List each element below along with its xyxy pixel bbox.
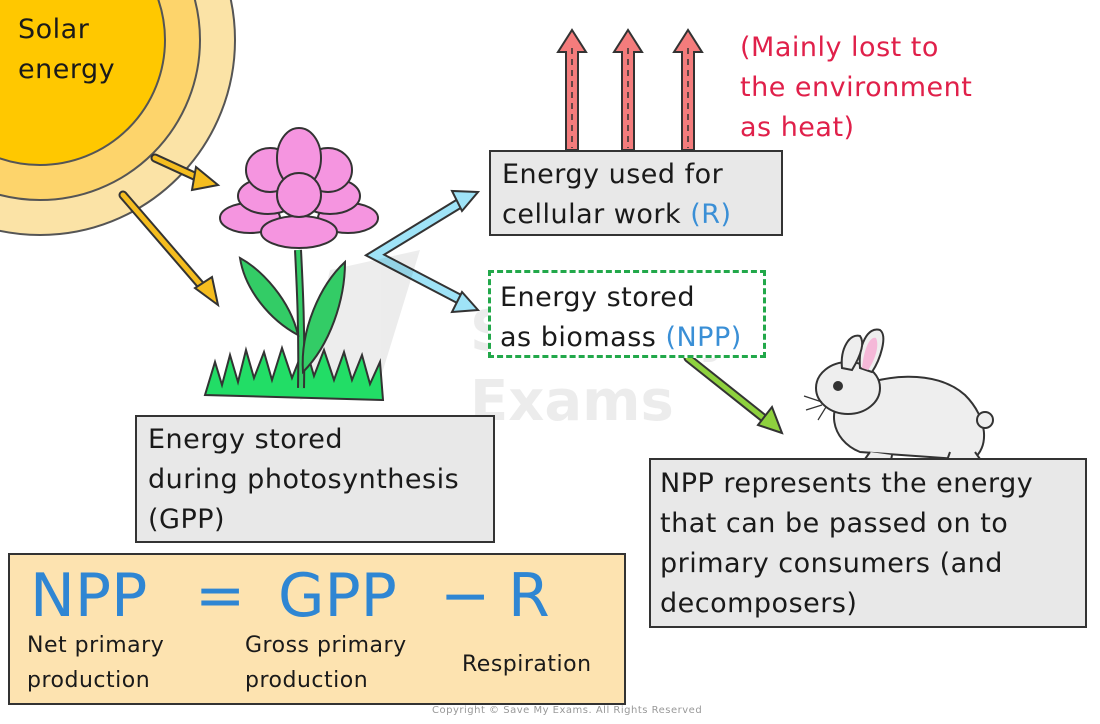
heat-note-line2: the environment <box>740 72 973 103</box>
gpp-line3: (GPP) <box>148 504 226 535</box>
split-arrow-icon <box>363 189 481 314</box>
gpp-line2: during photosynthesis <box>148 464 460 495</box>
sun-label-line2: energy <box>18 54 116 85</box>
npp-definition-line2: production <box>27 668 151 693</box>
consumer-arrow-icon <box>683 353 784 435</box>
consumer-line4: decomposers) <box>660 588 858 619</box>
gpp-line1: Energy stored <box>148 424 344 455</box>
heat-note-line1: (Mainly lost to <box>740 32 939 63</box>
svg-text:Exams: Exams <box>470 369 674 434</box>
sun-icon <box>0 0 236 236</box>
respiration-tag: (R) <box>690 199 732 230</box>
heat-arrows-icon <box>556 28 704 151</box>
biomass-line2: as biomass (NPP) <box>500 318 742 358</box>
sun-label-line1: Solar <box>18 14 90 45</box>
solar-arrow-upper-icon <box>150 153 221 192</box>
equation-panel <box>8 553 626 705</box>
heat-arrow-dashes <box>571 48 689 148</box>
consumer-box <box>649 458 1087 628</box>
copyright-notice: Copyright © Save My Exams. All Rights Re… <box>432 705 703 716</box>
npp-definition-line1: Net primary <box>27 633 165 658</box>
biomass-line2-text: as biomass <box>500 322 657 353</box>
respiration-line2-text: cellular work <box>502 199 682 230</box>
rabbit-whiskers <box>803 395 827 421</box>
biomass-box <box>488 270 766 358</box>
equation-minus: − <box>440 561 491 631</box>
consumer-line3: primary consumers (and <box>660 548 1003 579</box>
heat-note-line3: as heat) <box>740 112 855 143</box>
rabbit-icon <box>815 328 994 467</box>
gpp-definition-line2: production <box>245 668 369 693</box>
respiration-line2: cellular work (R) <box>502 195 732 235</box>
gpp-definition-line1: Gross primary <box>245 633 407 658</box>
respiration-box <box>489 150 783 236</box>
consumer-line2: that can be passed on to <box>660 508 1009 539</box>
respiration-definition: Respiration <box>462 652 592 677</box>
solar-arrow-lower-icon <box>118 190 220 308</box>
consumer-line1: NPP represents the energy <box>660 468 1034 499</box>
plant-icon <box>203 127 385 402</box>
biomass-tag: (NPP) <box>665 322 742 353</box>
equation-gpp: GPP <box>278 561 397 631</box>
equation-r: R <box>508 561 550 631</box>
equation-npp: NPP <box>30 561 148 631</box>
equation-equals: = <box>195 561 246 631</box>
biomass-line1: Energy stored <box>500 282 696 313</box>
respiration-line1: Energy used for <box>502 159 724 190</box>
gpp-box <box>135 415 495 543</box>
